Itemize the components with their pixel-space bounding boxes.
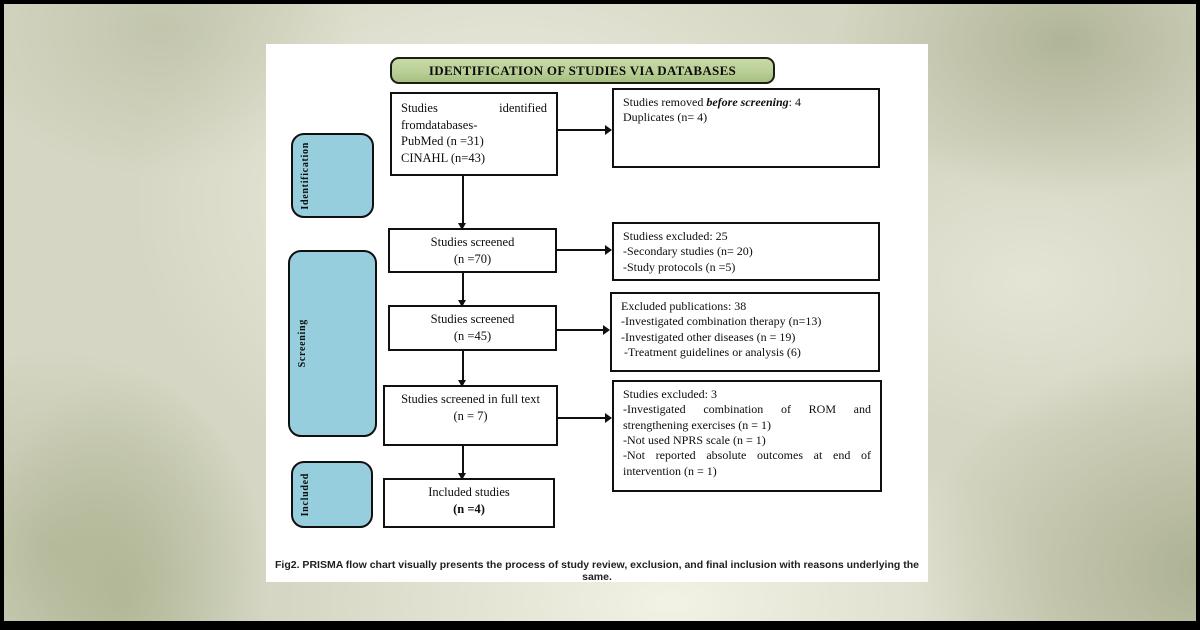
- arrow-shaft: [462, 351, 464, 382]
- text-pubmed-count: PubMed (n =31): [401, 134, 484, 148]
- text-excluded-25: Studiess excluded: 25: [623, 229, 728, 243]
- text-absolute-outcomes: -Not reported absolute outcomes at end o…: [623, 448, 871, 478]
- text-n7: (n = 7): [453, 408, 488, 423]
- chart-title-banner: IDENTIFICATION OF STUDIES VIA DATABASES: [390, 57, 775, 84]
- arrow-shaft: [557, 249, 606, 251]
- text-studies-screened: Studies screened: [430, 312, 515, 326]
- arrow-head-icon: [605, 413, 612, 423]
- text-n45: (n =45): [453, 328, 492, 343]
- text-study-protocols: -Study protocols (n =5): [623, 259, 736, 274]
- text-other-diseases: -Investigated other diseases (n = 19): [621, 329, 796, 344]
- arrow-shaft: [462, 273, 464, 302]
- box-excluded-3: Studies excluded: 3 -Investigated combin…: [612, 380, 882, 492]
- text-studies: Studies: [401, 101, 438, 115]
- chart-title: IDENTIFICATION OF STUDIES VIA DATABASES: [428, 62, 737, 78]
- stage-box-screening: Screening: [288, 250, 377, 437]
- prisma-flowchart-panel: IDENTIFICATION OF STUDIES VIA DATABASES …: [266, 44, 928, 583]
- text-screened-fulltext: Studies screened in full text: [401, 392, 540, 406]
- text-secondary-studies: -Secondary studies (n= 20): [623, 244, 753, 259]
- arrow-shaft: [558, 417, 606, 419]
- stage-label-included: Included: [300, 472, 311, 517]
- box-included-studies: Included studies (n =4): [383, 478, 555, 528]
- arrow-head-icon: [458, 223, 467, 230]
- text-rom-strengthening: -Investigated combination of ROM and str…: [623, 402, 871, 432]
- text-before-screening: before screening: [706, 95, 789, 109]
- text-nprs-scale: -Not used NPRS scale (n = 1): [623, 433, 766, 448]
- arrow-identified-to-removed: [558, 125, 612, 135]
- text-from-databases: fromdatabases-: [401, 117, 478, 132]
- box-excluded-38: Excluded publications: 38 -Investigated …: [610, 292, 880, 372]
- stage-label-screening: Screening: [297, 319, 308, 368]
- line-removed: Studies removed before screening: 4: [623, 95, 869, 110]
- stage-label-wrap: Included: [293, 463, 371, 526]
- text-included-studies: Included studies: [428, 485, 510, 499]
- figure-caption: Fig2. PRISMA flow chart visually present…: [275, 559, 919, 583]
- arrow-head-icon: [605, 245, 612, 255]
- stage-box-identification: Identification: [291, 133, 374, 218]
- box-studies-screened-70: Studies screened (n =70): [388, 228, 557, 273]
- arrow-screened70-to-screened45: [458, 273, 468, 307]
- text-n70: (n =70): [453, 251, 492, 266]
- text-combination-therapy: -Investigated combination therapy (n=13): [621, 314, 822, 329]
- arrow-shaft: [557, 329, 604, 331]
- arrow-head-icon: [605, 125, 612, 135]
- box-excluded-25: Studiess excluded: 25 -Secondary studies…: [612, 222, 880, 281]
- text-identified: identified: [499, 101, 547, 115]
- text-excluded-publications: Excluded publications: 38: [621, 299, 747, 313]
- arrow-head-icon: [458, 300, 467, 307]
- text-removed-count: : 4: [788, 95, 801, 109]
- line-justified: Studies identified: [401, 100, 547, 117]
- arrow-screened45-to-fulltext: [458, 351, 468, 387]
- box-studies-screened-45: Studies screened (n =45): [388, 305, 557, 351]
- arrow-head-icon: [603, 325, 610, 335]
- box-studies-fulltext: Studies screened in full text (n = 7): [383, 385, 558, 446]
- arrow-shaft: [558, 129, 606, 131]
- arrow-fulltext-to-excluded3: [558, 413, 612, 423]
- stage-box-included: Included: [291, 461, 373, 528]
- arrow-head-icon: [458, 380, 467, 387]
- arrow-screened45-to-excluded38: [557, 325, 610, 335]
- box-studies-identified: Studies identified fromdatabases- PubMed…: [390, 92, 558, 176]
- arrow-shaft: [462, 176, 464, 225]
- text-removed-prefix: Studies removed: [623, 95, 707, 109]
- text-excluded-3: Studies excluded: 3: [623, 387, 717, 401]
- text-treatment-guidelines: -Treatment guidelines or analysis (6): [621, 345, 801, 360]
- arrow-head-icon: [458, 473, 467, 480]
- stage-label-identification: Identification: [300, 141, 311, 210]
- stage-label-wrap: Screening: [290, 252, 375, 435]
- text-duplicates: Duplicates (n= 4): [623, 110, 708, 125]
- text-studies-screened: Studies screened: [430, 235, 515, 249]
- text-cinahl-count: CINAHL (n=43): [401, 150, 486, 165]
- stage-label-wrap: Identification: [293, 135, 372, 216]
- arrow-identified-to-screened70: [458, 176, 468, 230]
- text-n4: (n =4): [453, 501, 485, 516]
- box-removed-before-screening: Studies removed before screening: 4 Dupl…: [612, 88, 880, 168]
- arrow-shaft: [462, 446, 464, 475]
- arrow-fulltext-to-included: [458, 446, 468, 480]
- arrow-screened70-to-excluded25: [557, 245, 612, 255]
